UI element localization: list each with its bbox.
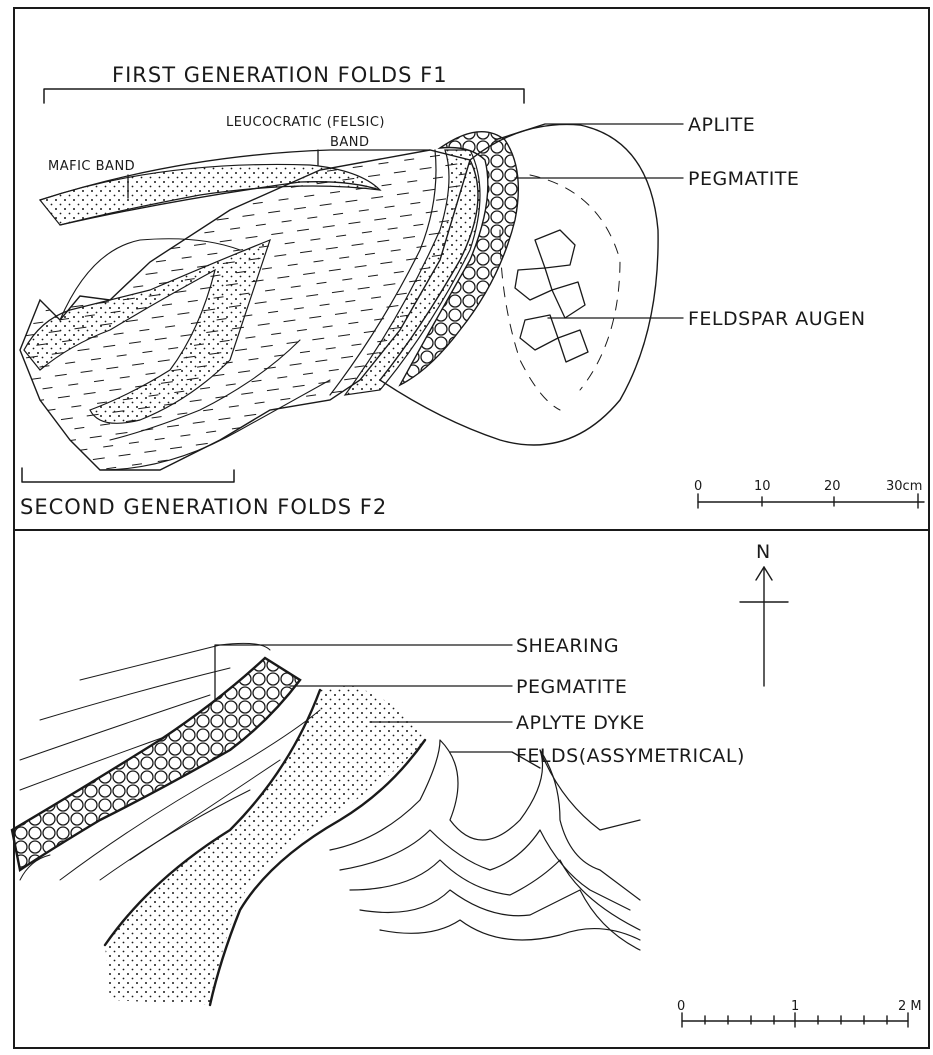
mafic-band-label: MAFIC BAND	[48, 159, 135, 174]
leucocratic-label-line2: BAND	[330, 135, 370, 150]
feldspar-augen-label: FELDSPAR AUGEN	[688, 308, 866, 330]
feldspar-crystals	[515, 230, 588, 362]
scale-bar-top: 0 10 20 30cm	[694, 479, 924, 508]
bottom-panel: N	[12, 541, 922, 1027]
f1-title: FIRST GENERATION FOLDS F1	[112, 63, 448, 87]
scale-bottom-tick-2: 2 M	[898, 999, 922, 1014]
scale-top-tick-0: 0	[694, 479, 702, 494]
pegmatite-label-bottom: PEGMATITE	[516, 676, 627, 698]
scale-top-tick-20: 20	[824, 479, 841, 494]
north-label: N	[756, 541, 771, 563]
north-arrow: N	[740, 541, 788, 686]
aplite-label: APLITE	[688, 114, 755, 136]
shearing-label: SHEARING	[516, 635, 619, 657]
top-panel: FIRST GENERATION FOLDS F1	[20, 63, 924, 519]
pegmatite-label-top: PEGMATITE	[688, 168, 799, 190]
fold-sketch-f1	[20, 124, 658, 470]
scale-top-tick-30: 30cm	[886, 479, 922, 494]
scale-bottom-tick-1: 1	[791, 999, 799, 1014]
leucocratic-label-line1: LEUCOCRATIC (FELSIC)	[226, 115, 385, 130]
folds-label: FELDS(ASSYMETRICAL)	[516, 745, 745, 767]
scale-top-tick-10: 10	[754, 479, 771, 494]
f2-title: SECOND GENERATION FOLDS F2	[20, 495, 387, 519]
aplyte-dyke-label: APLYTE DYKE	[516, 712, 645, 734]
scale-bar-bottom: 0 1 2 M	[677, 999, 922, 1027]
f1-bracket	[44, 89, 524, 103]
scale-bottom-tick-0: 0	[677, 999, 685, 1014]
